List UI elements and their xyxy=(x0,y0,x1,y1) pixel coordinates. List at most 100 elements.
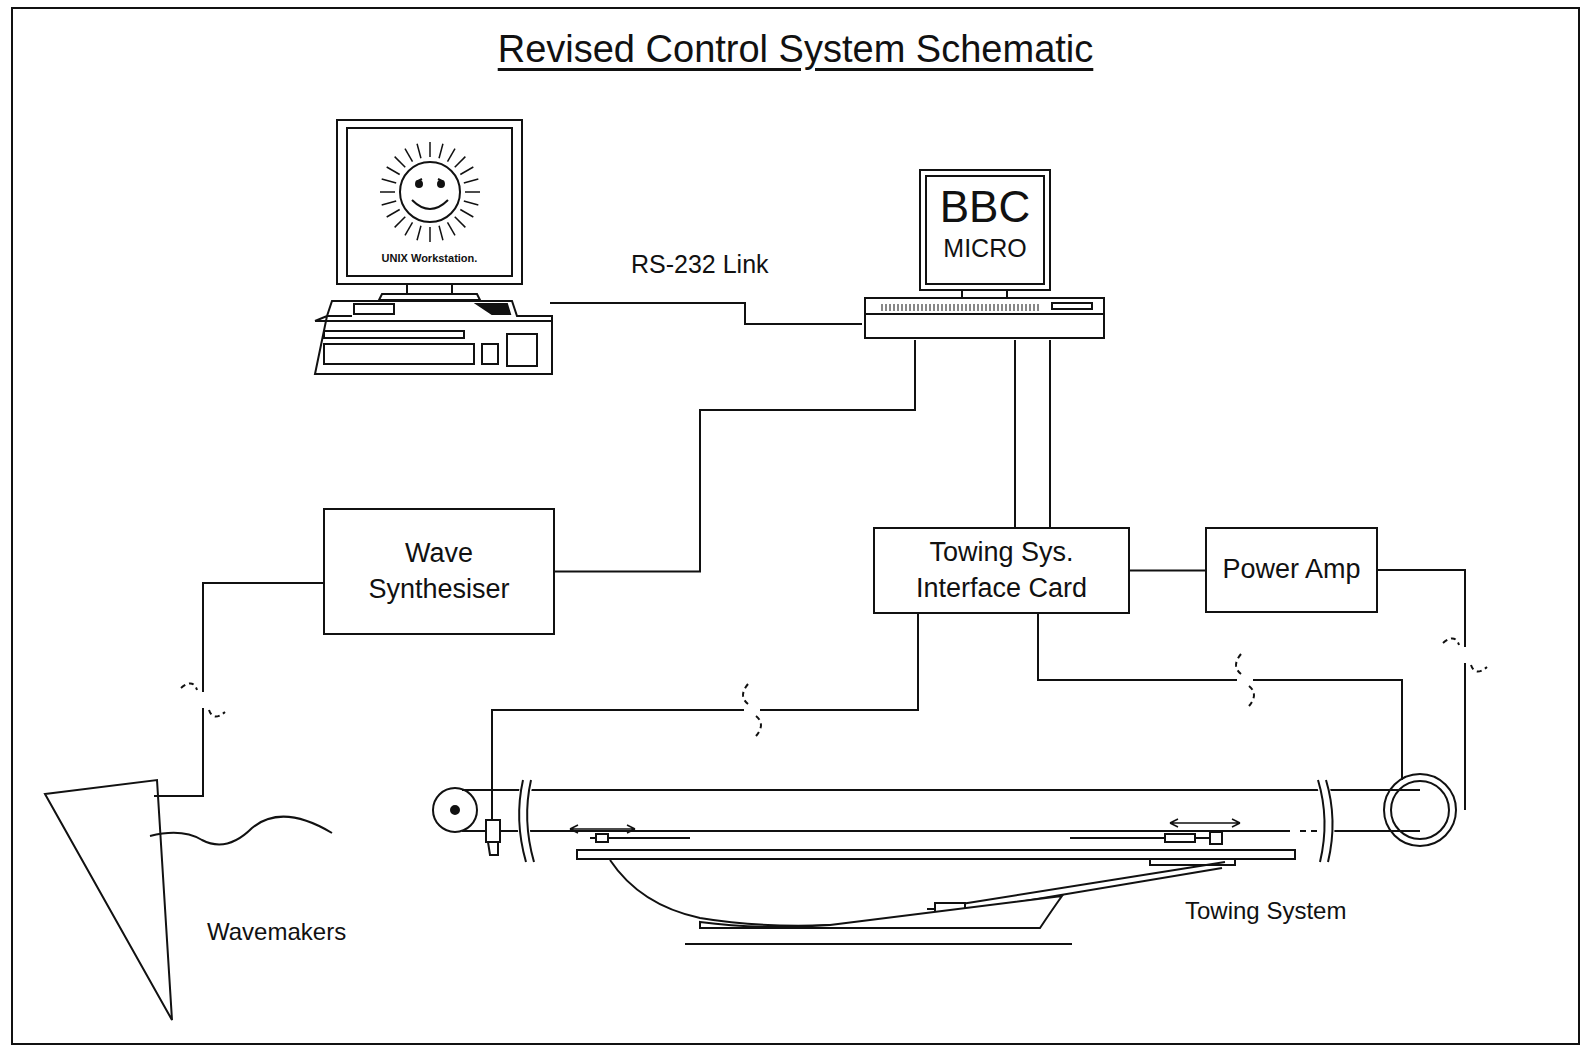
stroke xyxy=(400,162,460,222)
stroke xyxy=(978,304,979,311)
break-mark xyxy=(1236,654,1241,674)
stroke xyxy=(1030,304,1031,311)
break-mark xyxy=(181,683,197,690)
edge-label: RS-232 Link xyxy=(628,250,772,279)
unix-node: UNIX Workstation. xyxy=(312,116,555,378)
stroke xyxy=(315,301,552,374)
stroke xyxy=(962,304,963,311)
node-text: Wavemakers xyxy=(207,918,346,946)
frame xyxy=(12,8,1579,1044)
stroke xyxy=(1006,304,1007,311)
wire-connector xyxy=(154,583,323,796)
stroke xyxy=(906,304,907,311)
process-box: Power Amp xyxy=(1205,527,1378,613)
stroke xyxy=(926,304,927,311)
stroke xyxy=(922,304,923,311)
node-text: Towing System xyxy=(1185,897,1346,925)
stroke xyxy=(395,157,406,168)
node-text: Power Amp xyxy=(1222,552,1360,587)
stroke xyxy=(464,201,478,205)
stroke xyxy=(324,331,464,338)
tow-node: Towing System xyxy=(430,775,1475,965)
stroke xyxy=(946,304,947,311)
stroke xyxy=(998,304,999,311)
stroke xyxy=(890,304,891,311)
bbc-node: BBCMICRO xyxy=(862,166,1107,342)
stroke xyxy=(990,304,991,311)
stroke xyxy=(45,780,172,1020)
stroke xyxy=(337,120,522,284)
stroke xyxy=(886,304,887,311)
stroke xyxy=(1014,304,1015,311)
stroke xyxy=(920,170,1050,290)
break-mark xyxy=(1471,665,1487,672)
stroke xyxy=(448,222,456,235)
stroke xyxy=(380,191,395,193)
node-text: Towing Sys. Interface Card xyxy=(885,535,1118,605)
stroke xyxy=(914,304,915,311)
stroke xyxy=(1010,304,1011,311)
stroke xyxy=(448,149,456,162)
break-mark xyxy=(756,716,761,736)
stroke xyxy=(405,149,413,162)
stroke xyxy=(950,304,951,311)
stroke xyxy=(1018,304,1019,311)
stroke xyxy=(405,222,413,235)
stroke xyxy=(429,142,431,157)
stroke xyxy=(962,290,1007,298)
stroke xyxy=(902,304,903,311)
stroke xyxy=(986,304,987,311)
break-mark xyxy=(1443,638,1459,645)
stroke xyxy=(315,320,552,322)
stroke xyxy=(460,167,473,175)
stroke xyxy=(507,334,537,366)
stroke xyxy=(882,304,883,311)
wire-connector xyxy=(492,614,918,780)
stroke xyxy=(150,817,332,845)
stroke xyxy=(439,144,443,158)
stroke xyxy=(865,313,1104,315)
stroke xyxy=(938,304,939,311)
stroke xyxy=(898,304,899,311)
wire-connector xyxy=(1378,570,1465,810)
stroke xyxy=(918,304,919,311)
stroke xyxy=(477,304,510,314)
stroke xyxy=(455,157,466,168)
stroke xyxy=(347,128,512,276)
stroke xyxy=(382,201,396,205)
stroke xyxy=(994,304,995,311)
stroke xyxy=(954,304,955,311)
stroke xyxy=(465,191,480,193)
stroke xyxy=(382,179,396,183)
wire-connector xyxy=(555,340,915,572)
stroke xyxy=(930,304,931,311)
process-box: Towing Sys. Interface Card xyxy=(873,527,1130,614)
stroke xyxy=(379,284,480,300)
wire-connector xyxy=(1038,614,1402,780)
stroke xyxy=(1002,304,1003,311)
stroke xyxy=(1026,304,1027,311)
stroke xyxy=(429,227,431,242)
wire-connector xyxy=(1130,570,1205,572)
break-mark xyxy=(209,710,225,717)
stroke xyxy=(934,304,935,311)
stroke xyxy=(482,344,498,364)
break-mark xyxy=(1249,686,1254,706)
break-gap xyxy=(1461,647,1469,663)
stroke xyxy=(387,167,400,175)
stroke xyxy=(460,210,473,218)
node-text: BBC xyxy=(926,182,1044,232)
stroke xyxy=(926,176,1044,284)
node-text: Wave Synthesiser xyxy=(335,536,543,606)
wire-connector xyxy=(550,303,862,324)
wire-connector xyxy=(1015,340,1050,527)
stroke xyxy=(966,304,967,311)
wave-node: Wavemakers xyxy=(42,778,372,1024)
diagram-title: Revised Control System Schematic xyxy=(0,28,1591,71)
break-gap xyxy=(199,692,207,708)
break-mark xyxy=(743,684,748,704)
stroke xyxy=(1052,303,1092,309)
wave-outline xyxy=(42,778,372,1024)
stroke xyxy=(395,217,406,228)
stroke xyxy=(464,179,478,183)
